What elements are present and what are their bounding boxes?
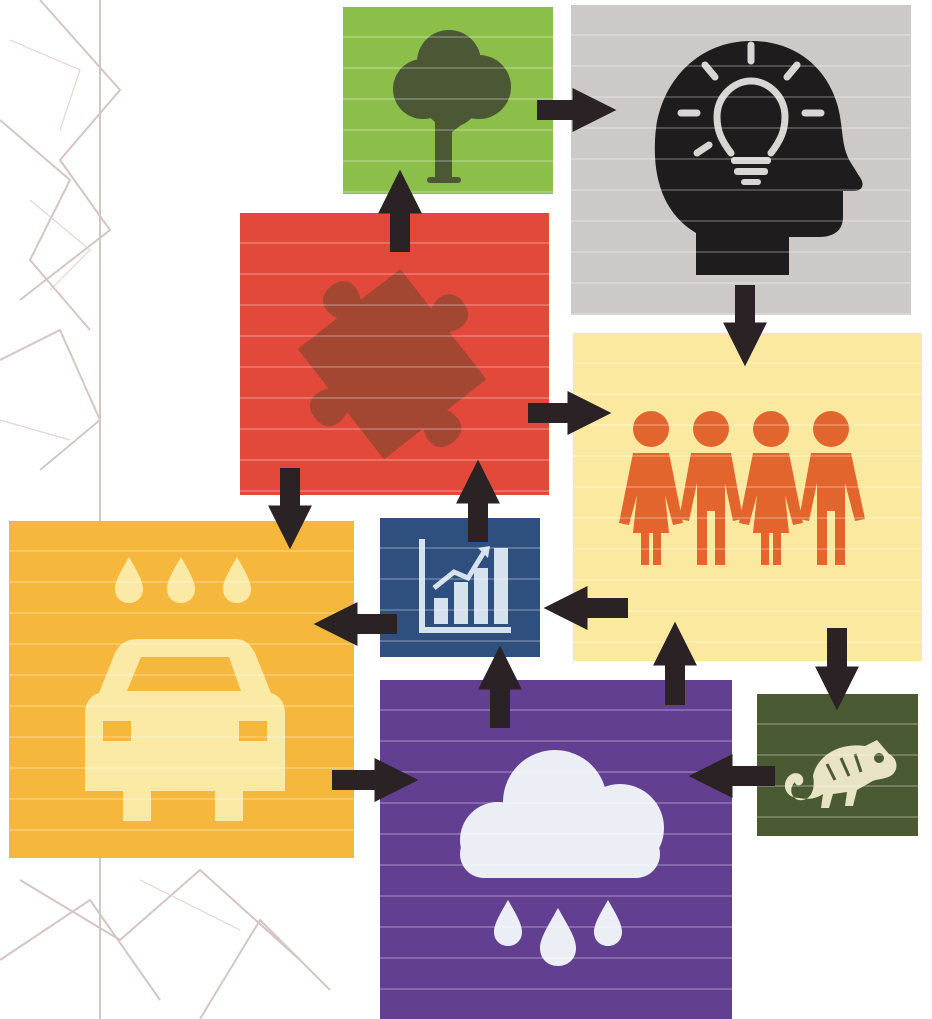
people-group-icon: [619, 411, 865, 565]
tree-icon: [393, 30, 511, 183]
rain-cloud-icon: [460, 750, 664, 966]
bar-chart-icon: [419, 539, 511, 633]
car-wash-icon: [85, 557, 285, 821]
head-lightbulb-icon: [654, 41, 863, 275]
puzzle-piece-icon: [297, 268, 487, 460]
chameleon-icon: [784, 740, 897, 808]
